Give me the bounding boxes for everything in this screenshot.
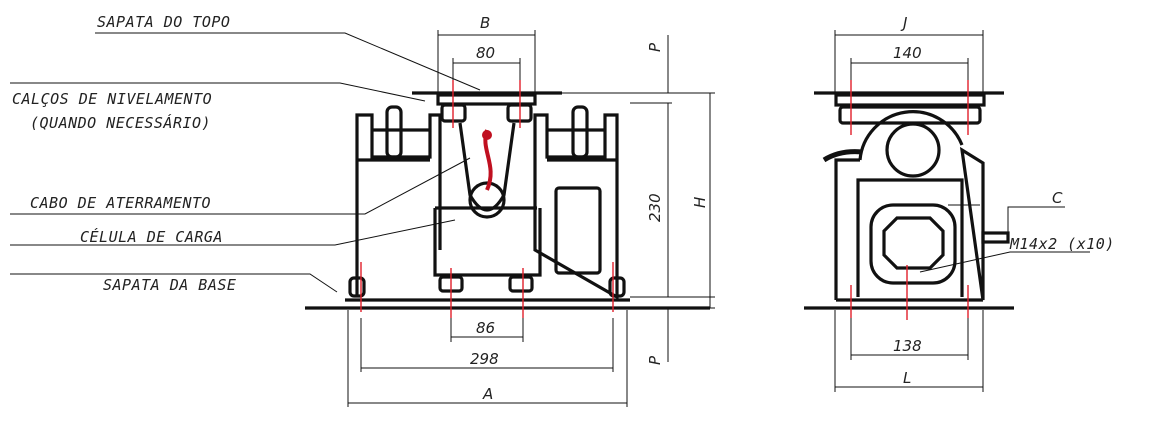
dim-B: B — [480, 14, 490, 32]
center-lines — [360, 80, 614, 318]
ground-terminal — [482, 130, 492, 140]
cell-outer — [869, 203, 957, 285]
leader-base-pad — [10, 273, 338, 293]
housing-arc — [858, 110, 964, 161]
dim-86: 86 — [476, 319, 495, 337]
pin-circle — [468, 181, 506, 219]
side-view: J 140 138 L C M14x2 (x10) — [804, 14, 1115, 392]
side-center-lines — [850, 80, 969, 320]
dim-P-top: P — [646, 42, 664, 52]
window — [554, 186, 602, 275]
cell-octagon — [882, 216, 945, 270]
side-cable — [822, 149, 863, 163]
side-top-bolts — [838, 105, 982, 125]
front-dimension-lines — [347, 30, 715, 407]
side-pin-circle — [885, 122, 941, 178]
base-bolt-2 — [508, 275, 534, 293]
tower-right — [571, 105, 589, 159]
side-dimension-lines — [834, 30, 1090, 392]
callout-labels: SAPATA DO TOPO CALÇOS DE NIVELAMENTO (QU… — [10, 13, 481, 294]
label-leveling-shims: CALÇOS DE NIVELAMENTO — [12, 90, 212, 108]
leader-shims — [10, 82, 426, 102]
dim-298: 298 — [470, 350, 499, 368]
label-ground-cable: CABO DE ATERRAMENTO — [30, 194, 211, 212]
top-pad — [436, 93, 537, 106]
dim-140: 140 — [893, 44, 922, 62]
label-base-pad: SAPATA DA BASE — [103, 276, 236, 294]
leader-top-pad — [95, 32, 481, 91]
dim-138: 138 — [893, 337, 922, 355]
cell-block — [433, 206, 542, 277]
dim-C: C — [1052, 189, 1063, 207]
dim-H: H — [691, 197, 709, 208]
label-leveling-shims-note: (QUANDO NECESSÁRIO) — [30, 113, 211, 132]
label-thread: M14x2 (x10) — [1009, 235, 1115, 253]
dim-230: 230 — [646, 193, 664, 222]
base-bolt-3 — [348, 276, 366, 298]
leader-ground-cable — [10, 157, 471, 215]
base-bolt-4 — [608, 276, 626, 298]
front-view: B 80 86 298 A P 230 H P — [305, 14, 715, 407]
label-top-pad: SAPATA DO TOPO — [97, 13, 230, 31]
dim-80: 80 — [476, 44, 495, 62]
dim-A: A — [482, 385, 493, 403]
tower-left — [385, 105, 403, 159]
label-load-cell: CÉLULA DE CARGA — [80, 227, 223, 246]
dim-J: J — [900, 14, 907, 32]
leader-load-cell — [10, 219, 456, 246]
side-top-pad — [834, 93, 986, 107]
load-cell-body — [355, 113, 619, 300]
dim-L: L — [903, 369, 911, 387]
side-inner-body — [856, 178, 964, 297]
side-connector — [981, 231, 1010, 244]
dim-P-bottom: P — [646, 355, 664, 365]
